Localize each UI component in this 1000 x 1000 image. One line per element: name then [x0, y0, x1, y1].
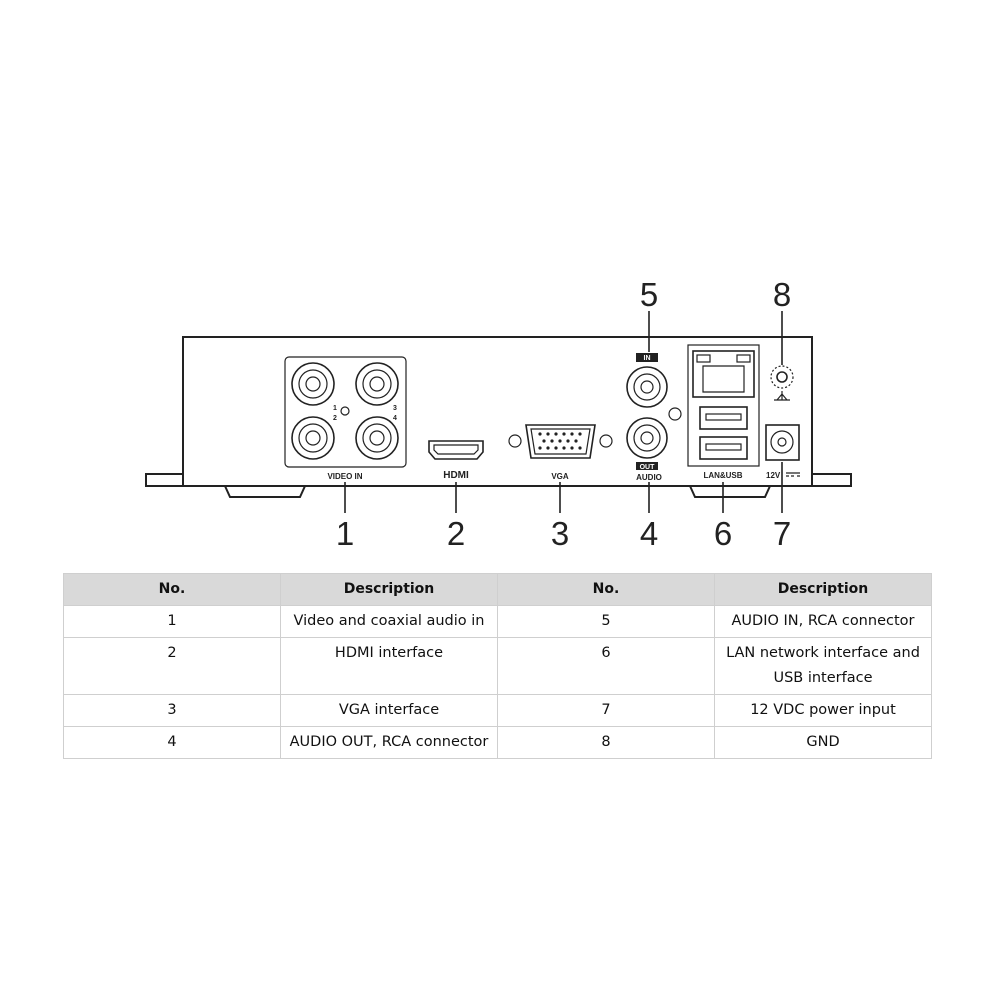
vga-label: VGA: [551, 472, 569, 481]
lan-usb-port-group: [687, 344, 760, 467]
callout-lines: [344, 311, 783, 513]
callout-3: 3: [551, 515, 569, 552]
table-row: 1 Video and coaxial audio in 5 AUDIO IN,…: [63, 605, 932, 638]
table-header-row: No. Description No. Description: [63, 573, 932, 606]
cell-no: 7: [497, 694, 715, 727]
cell-description: Video and coaxial audio in: [280, 605, 498, 638]
cell-no: 2: [63, 637, 281, 695]
audio-in-label: IN: [644, 355, 651, 362]
rear-panel-diagram: 1 2 3 4 VIDEO IN HDMI VGA IN OUT AUDIO: [145, 276, 852, 552]
lan-rj45-port: [692, 350, 755, 398]
cell-no: 8: [497, 726, 715, 759]
header-no-1: No.: [63, 573, 281, 606]
callout-7: 7: [773, 515, 791, 552]
video-in-port-group: 1 2 3 4: [284, 356, 407, 468]
callout-4: 4: [640, 515, 658, 552]
hdmi-label: HDMI: [443, 470, 469, 481]
channel-label-4: 4: [393, 415, 397, 422]
cell-description: AUDIO IN, RCA connector: [714, 605, 932, 638]
audio-out-label: OUT: [640, 464, 656, 471]
cell-no: 5: [497, 605, 715, 638]
audio-label: AUDIO: [636, 473, 662, 482]
cell-no: 3: [63, 694, 281, 727]
channel-label-1: 1: [333, 405, 337, 412]
usb-port-1: [699, 406, 748, 430]
dc-symbol-icon: [786, 472, 800, 477]
table-row: 2 HDMI interface 6 LAN network interface…: [63, 637, 932, 695]
cell-description: 12 VDC power input: [714, 694, 932, 727]
header-description-2: Description: [714, 573, 932, 606]
callout-6: 6: [714, 515, 732, 552]
ground-icon: [774, 391, 790, 401]
cell-description: GND: [714, 726, 932, 759]
bnc-connector-4: [355, 416, 399, 460]
bnc-connector-2: [291, 416, 335, 460]
cell-description: AUDIO OUT, RCA connector: [280, 726, 498, 759]
callout-5: 5: [640, 276, 658, 313]
channel-label-3: 3: [393, 405, 397, 412]
usb-port-2: [699, 436, 748, 460]
channel-label-2: 2: [333, 415, 337, 422]
hdmi-port: [428, 440, 484, 460]
callout-1: 1: [336, 515, 354, 552]
bnc-connector-1: [291, 362, 335, 406]
video-in-label: VIDEO IN: [327, 472, 362, 481]
audio-out-tag: [636, 462, 658, 470]
cell-no: 6: [497, 637, 715, 695]
cell-no: 1: [63, 605, 281, 638]
ground-terminal: [770, 365, 794, 389]
cell-no: 4: [63, 726, 281, 759]
lan-usb-label: LAN&USB: [703, 471, 742, 480]
table-row: 3 VGA interface 7 12 VDC power input: [63, 694, 932, 727]
cell-description: LAN network interface and USB interface: [714, 637, 932, 695]
audio-in-tag: [636, 353, 658, 362]
header-description-1: Description: [280, 573, 498, 606]
cell-description: HDMI interface: [280, 637, 498, 695]
audio-out-rca-port: [626, 417, 668, 459]
interface-table: No. Description No. Description 1 Video …: [63, 573, 932, 759]
callout-8: 8: [773, 276, 791, 313]
bnc-connector-3: [355, 362, 399, 406]
power-dc-jack: [765, 424, 800, 461]
audio-in-rca-port: [626, 366, 668, 408]
vga-port: [508, 424, 613, 459]
cell-description: VGA interface: [280, 694, 498, 727]
table-row: 4 AUDIO OUT, RCA connector 8 GND: [63, 726, 932, 759]
callout-2: 2: [447, 515, 465, 552]
header-no-2: No.: [497, 573, 715, 606]
power-label: 12V: [766, 471, 781, 480]
